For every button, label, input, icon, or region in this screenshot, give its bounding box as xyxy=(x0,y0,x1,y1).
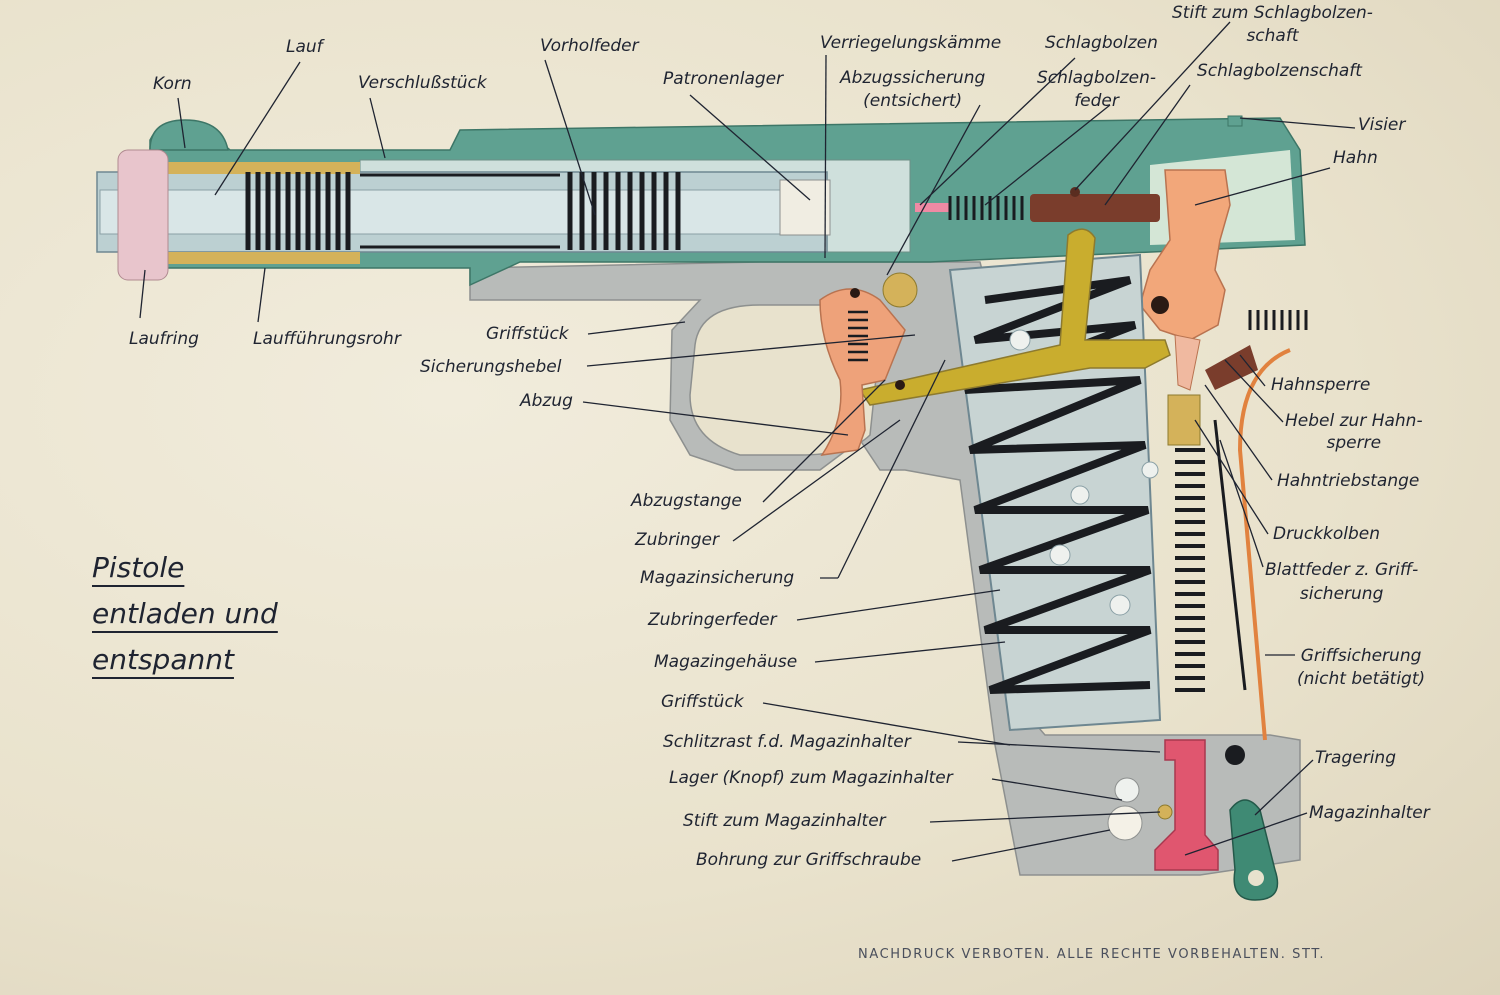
label-abzugstange: Abzugstange xyxy=(631,491,742,511)
trigger-pivot xyxy=(850,288,860,298)
chamber-block xyxy=(779,179,831,236)
label-hahn: Hahn xyxy=(1333,148,1378,168)
frame-pin xyxy=(1225,745,1245,765)
label-schlagbolzenfeder: Schlagbolzen- feder xyxy=(1037,68,1157,111)
grip-safety xyxy=(1237,348,1291,741)
title-line-3: entspannt xyxy=(92,643,234,676)
recoil-spring-mid xyxy=(360,173,560,249)
title-line-1: Pistole xyxy=(92,551,185,584)
recoil-spring xyxy=(245,172,681,250)
hammer-pivot xyxy=(1151,296,1169,314)
label-sicherungshebel: Sicherungshebel xyxy=(420,357,562,377)
lager-knopf-shape xyxy=(1114,777,1140,803)
magazine-spring xyxy=(963,276,1152,694)
label-hahntriebstange: Hahntriebstange xyxy=(1277,471,1420,491)
label-griffsicherung: Griffsicherung (nicht betätigt) xyxy=(1297,646,1426,689)
label-schlitzrast: Schlitzrast f.d. Magazinhalter xyxy=(663,732,911,752)
label-korn: Korn xyxy=(153,74,192,94)
label-zubringer: Zubringer xyxy=(635,530,719,550)
label-vorholfeder: Vorholfeder xyxy=(540,36,639,56)
laufring-shape xyxy=(117,149,169,281)
firing-pin-spring xyxy=(948,196,1024,220)
label-lauf: Lauf xyxy=(286,37,323,57)
label-hahnsperre: Hahnsperre xyxy=(1271,375,1371,395)
hahntriebstange xyxy=(1174,334,1201,391)
title-line-2: entladen und xyxy=(92,597,278,630)
blattfeder xyxy=(1213,419,1247,691)
firing-pin-tip xyxy=(915,203,950,212)
leader-lines xyxy=(139,21,1356,862)
label-verriegelungskaemme: Verriegelungskämme xyxy=(820,33,1002,53)
label-verschlussstueck: Verschlußstück xyxy=(358,73,487,93)
stift-magazinhalter-shape xyxy=(1157,804,1173,820)
label-stift-schlagbolzenschaft: Stift zum Schlagbolzen- schaft xyxy=(1172,3,1373,46)
label-druckkolben: Druckkolben xyxy=(1273,524,1381,544)
label-griffstueck-bottom: Griffstück xyxy=(661,692,744,712)
hahnsperre-spring xyxy=(1248,310,1308,330)
magazine-release xyxy=(1154,739,1219,871)
tragering-hole xyxy=(1248,870,1264,886)
label-magazingehaeuse: Magazingehäuse xyxy=(654,652,798,672)
druckkolben xyxy=(1167,394,1201,446)
lauffuehrungsrohr-brass-bottom xyxy=(150,252,360,264)
label-lauffuehrungsrohr: Laufführungsrohr xyxy=(253,329,401,349)
safety-lever-pivot xyxy=(895,380,905,390)
label-schlagbolzen: Schlagbolzen xyxy=(1045,33,1158,53)
tragering-shape xyxy=(1229,799,1279,901)
label-hebel-hahnsperre: Hebel zur Hahn- sperre xyxy=(1285,411,1423,453)
label-stift-magazinhalter: Stift zum Magazinhalter xyxy=(683,811,886,831)
label-abzugssicherung: Abzugssicherung (entsichert) xyxy=(840,68,986,111)
trigger-spring xyxy=(848,310,868,362)
bohrung-griffschraube-shape xyxy=(1107,805,1143,841)
label-lager-knopf: Lager (Knopf) zum Magazinhalter xyxy=(669,768,953,788)
label-abzug: Abzug xyxy=(520,391,573,411)
rear-sight xyxy=(1227,115,1243,127)
trigger-safety-disc xyxy=(882,272,918,308)
label-tragering: Tragering xyxy=(1315,748,1396,768)
label-magazinsicherung: Magazinsicherung xyxy=(640,568,795,588)
mainspring xyxy=(1175,448,1205,692)
page-title: Pistole entladen und entspannt xyxy=(92,545,278,683)
label-griffstueck-top: Griffstück xyxy=(486,324,569,344)
label-magazinhalter: Magazinhalter xyxy=(1309,803,1430,823)
label-blattfeder: Blattfeder z. Griff- sicherung xyxy=(1265,560,1419,604)
label-zubringerfeder: Zubringerfeder xyxy=(648,610,777,630)
firing-pin-stift xyxy=(1070,187,1080,197)
barrel-bore xyxy=(99,189,821,235)
firing-pin-shaft xyxy=(1030,194,1160,222)
label-bohrung-griffschraube: Bohrung zur Griffschraube xyxy=(696,850,922,870)
label-patronenlager: Patronenlager xyxy=(663,69,784,89)
label-schlagbolzenschaft: Schlagbolzenschaft xyxy=(1197,61,1362,81)
copyright-footer: NACHDRUCK VERBOTEN. ALLE RECHTE VORBEHAL… xyxy=(858,947,1326,962)
front-sight xyxy=(149,119,229,151)
lauffuehrungsrohr-brass xyxy=(150,162,360,174)
label-laufring: Laufring xyxy=(129,329,199,349)
label-visier: Visier xyxy=(1358,115,1406,135)
magazine-holes xyxy=(1009,329,1159,616)
safety-lever xyxy=(858,228,1171,406)
